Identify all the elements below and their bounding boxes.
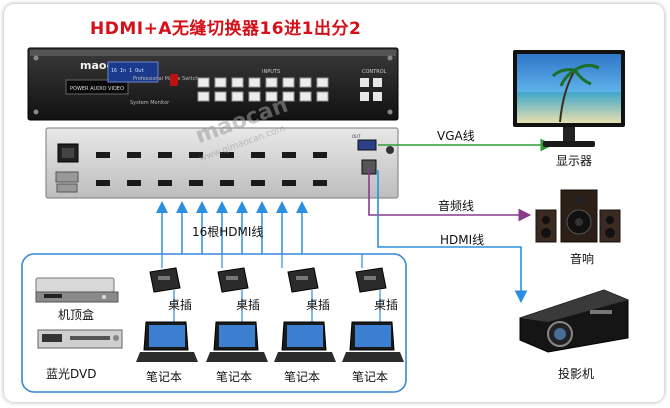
speaker-label: 音响 bbox=[570, 252, 595, 266]
input-button bbox=[282, 77, 295, 88]
stb-label: 机顶盒 bbox=[58, 308, 95, 322]
device-monitor-label: System Monitor bbox=[130, 100, 170, 106]
hdmi-port bbox=[189, 180, 203, 186]
hdmi-output-cable bbox=[377, 170, 528, 304]
svg-text:INPUTS: INPUTS bbox=[262, 69, 280, 75]
svg-text:POWER AUDIO VIDEO: POWER AUDIO VIDEO bbox=[70, 86, 124, 92]
hdmi-port bbox=[251, 152, 265, 158]
input-button bbox=[299, 77, 312, 88]
hdmi-port bbox=[282, 152, 296, 158]
laptop-label: 笔记本 bbox=[352, 370, 389, 384]
hdmi-port bbox=[96, 180, 110, 186]
table-socket-label: 桌插 bbox=[168, 298, 193, 312]
switch-front-panel: maocan POWER AUDIO VIDEO 16 In 1 Out Pro… bbox=[27, 47, 399, 121]
input-button bbox=[197, 91, 210, 102]
hdmi-port bbox=[158, 180, 172, 186]
device-subtitle: Professional Matrix Switch bbox=[133, 76, 199, 82]
hdmi-input-ports bbox=[96, 152, 327, 186]
hdmi-port bbox=[251, 180, 265, 186]
audio-cable-label: 音频线 bbox=[438, 199, 475, 213]
svg-text:CONTROL: CONTROL bbox=[362, 69, 387, 75]
bluray-illustration bbox=[37, 329, 123, 349]
table-socket-label: 桌插 bbox=[306, 298, 331, 312]
table-socket-label: 桌插 bbox=[374, 298, 399, 312]
hdmi-out-cable-label: HDMI线 bbox=[440, 233, 485, 247]
audio-cable bbox=[368, 168, 532, 222]
input-button bbox=[282, 91, 295, 102]
hdmi-port bbox=[282, 180, 296, 186]
laptop-label: 笔记本 bbox=[216, 370, 253, 384]
speaker-illustration bbox=[535, 189, 621, 243]
input-button bbox=[231, 91, 244, 102]
input-button bbox=[316, 77, 329, 88]
hdmi-input-cables-label: 16根HDMI线 bbox=[192, 225, 264, 239]
bluray-label: 蓝光DVD bbox=[46, 367, 97, 381]
input-button bbox=[248, 77, 261, 88]
hdmi-port bbox=[127, 180, 141, 186]
diagram-title: HDMI+A无缝切换器16进1出分2 bbox=[90, 19, 362, 39]
svg-text:OUT: OUT bbox=[352, 134, 361, 139]
hdmi-port bbox=[313, 180, 327, 186]
hdmi-port bbox=[96, 152, 110, 158]
hdmi-port bbox=[220, 180, 234, 186]
input-button bbox=[214, 91, 227, 102]
source-devices-box bbox=[21, 253, 407, 393]
svg-text:16 In 1 Out: 16 In 1 Out bbox=[111, 68, 144, 74]
laptop-label: 笔记本 bbox=[284, 370, 321, 384]
hdmi-port bbox=[313, 152, 327, 158]
laptop-label: 笔记本 bbox=[146, 370, 183, 384]
input-button-grid bbox=[197, 77, 329, 102]
hdmi-port bbox=[158, 152, 172, 158]
hdmi-port bbox=[127, 152, 141, 158]
input-button bbox=[231, 77, 244, 88]
input-button bbox=[248, 91, 261, 102]
input-button bbox=[299, 91, 312, 102]
monitor-illustration bbox=[513, 50, 625, 147]
projector-label: 投影机 bbox=[558, 367, 595, 381]
input-button bbox=[316, 91, 329, 102]
hdmi-port bbox=[220, 152, 234, 158]
set-top-box-illustration bbox=[35, 277, 119, 303]
input-button bbox=[214, 77, 227, 88]
projector-illustration bbox=[519, 289, 629, 353]
vga-cable-label: VGA线 bbox=[437, 129, 475, 143]
hdmi-port bbox=[189, 152, 203, 158]
input-button bbox=[197, 77, 210, 88]
input-button bbox=[265, 91, 278, 102]
control-buttons bbox=[360, 78, 382, 101]
table-socket-label: 桌插 bbox=[236, 298, 261, 312]
monitor-label: 显示器 bbox=[556, 154, 593, 168]
switch-back-panel: OUT bbox=[45, 127, 399, 199]
hdmi-input-cables bbox=[156, 201, 363, 268]
input-button bbox=[265, 77, 278, 88]
